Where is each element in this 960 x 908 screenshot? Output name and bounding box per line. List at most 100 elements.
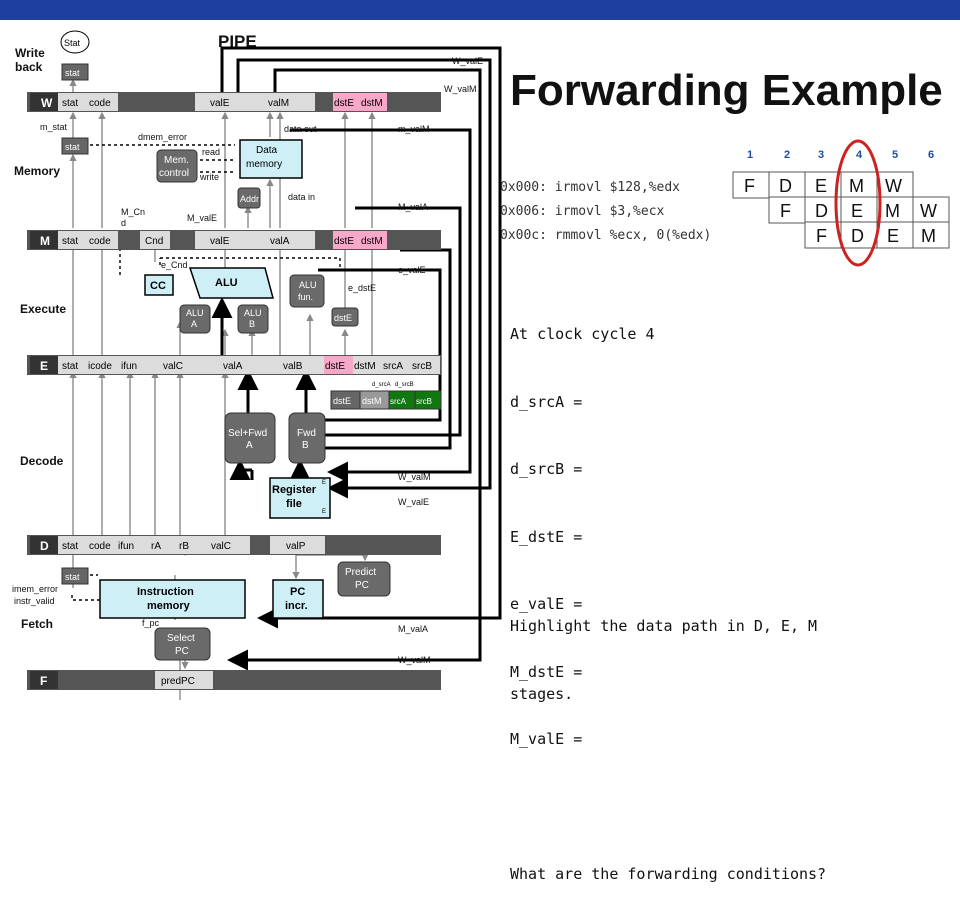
mem-control-unit <box>156 149 198 183</box>
svg-text:E: E <box>815 176 827 196</box>
svg-text:PC: PC <box>175 646 189 657</box>
stat-box-fetch <box>61 567 89 585</box>
svg-text:Mem.: Mem. <box>164 155 189 166</box>
svg-text:A: A <box>246 440 253 451</box>
svg-text:M: M <box>921 226 936 246</box>
w-field-dste: dstE <box>334 98 354 109</box>
question-line: e_valE = <box>510 595 583 613</box>
stage-label-memory: Memory <box>14 164 61 178</box>
sel-fwd-a-unit <box>224 412 276 464</box>
svg-text:A: A <box>191 319 197 329</box>
regfile-e-port-bottom: E <box>322 509 326 515</box>
question-line: At clock cycle 4 <box>510 325 655 343</box>
e-field-ifun: ifun <box>121 361 137 372</box>
e-field-icode: icode <box>88 361 112 372</box>
select-pc-unit <box>154 627 211 661</box>
w-field-vale: valE <box>210 98 230 109</box>
pipe-title: PIPE <box>218 32 257 51</box>
cycle-label-5: 5 <box>892 149 898 161</box>
question-line: What are the forwarding conditions? <box>510 865 827 883</box>
d-srcb-box <box>414 390 442 410</box>
svg-text:ALU: ALU <box>299 280 317 290</box>
m-register-label: M <box>40 234 50 248</box>
question-line: d_srcB = <box>510 460 583 478</box>
signal-w-valm-top: W_valM <box>444 84 477 94</box>
svg-text:d: d <box>121 218 126 228</box>
stat-box-write-label: stat <box>65 68 80 78</box>
highlight-line: Highlight the data path in D, E, M <box>510 617 818 635</box>
d-field-stat: stat <box>62 541 78 552</box>
signal-data-in: data in <box>288 192 315 202</box>
predict-pc-unit <box>337 561 391 597</box>
svg-text:PC: PC <box>355 580 369 591</box>
stat-oval-label: Stat <box>64 38 81 48</box>
svg-text:D: D <box>851 226 864 246</box>
addr-unit <box>237 187 261 209</box>
e-field-srcb: srcB <box>412 361 432 372</box>
question-line: d_srcA = <box>510 392 583 411</box>
signal-m-valm: m_valM <box>398 124 430 134</box>
stage-label-fetch: Fetch <box>21 617 54 631</box>
svg-text:Addr: Addr <box>240 194 259 204</box>
m-field-stat: stat <box>62 236 78 247</box>
svg-text:D: D <box>779 176 792 196</box>
e-field-srca: srcA <box>383 361 403 372</box>
cycle-label-3: 3 <box>818 149 824 161</box>
cycle-label-4: 4 <box>856 149 863 161</box>
d-field-valp: valP <box>286 541 306 552</box>
svg-text:F: F <box>744 176 755 196</box>
signal-e-cnd: e_Cnd <box>161 260 188 270</box>
pipe-datapath-diagram: W stat code valE valM dstE dstM M stat c… <box>12 30 950 700</box>
svg-text:Select: Select <box>167 633 195 644</box>
svg-text:ALU: ALU <box>186 308 204 318</box>
signal-e-vale: e_valE <box>398 265 426 275</box>
e-field-dstm: dstM <box>354 361 376 372</box>
svg-text:srcB: srcB <box>416 397 432 406</box>
signal-read: read <box>202 147 220 157</box>
w-pipeline-register: W stat code valE valM dstE dstM <box>27 92 441 112</box>
svg-text:incr.: incr. <box>285 600 308 612</box>
w-field-dstm: dstM <box>361 98 383 109</box>
alu-fun-unit <box>289 274 325 308</box>
question-line: M_dstE = <box>510 662 583 681</box>
svg-text:file: file <box>286 498 302 510</box>
signal-m-cnd: M_Cn <box>121 207 145 217</box>
signal-data-out: data out <box>284 124 317 134</box>
pipeline-row: F D E M W <box>768 196 950 224</box>
e-field-vala: valA <box>223 361 243 372</box>
d-register-label: D <box>40 539 49 553</box>
svg-text:Fwd: Fwd <box>297 428 316 439</box>
signal-m-vala-bot: M_valA <box>398 624 428 634</box>
top-bar <box>0 0 960 20</box>
signal-dmem-error: dmem_error <box>138 132 187 142</box>
svg-text:B: B <box>249 319 255 329</box>
instruction-0: 0x000: irmovl $128,%edx <box>500 180 680 195</box>
d-field-rb: rB <box>179 541 189 552</box>
m-field-dstm: dstM <box>361 236 383 247</box>
svg-text:D: D <box>815 201 828 221</box>
signal-w-vale-mid: W_valE <box>398 497 429 507</box>
alu-label: ALU <box>215 277 238 289</box>
signal-w-valm-bot: W_valM <box>398 655 431 665</box>
stat-box-fetch-label: stat <box>65 572 80 582</box>
stage-label-write-back: Write back <box>15 46 45 74</box>
signal-m-stat: m_stat <box>40 122 68 132</box>
signal-imem-error: imem_error <box>12 584 58 594</box>
e-pipeline-register: E stat icode ifun valC valA valB dstE ds… <box>27 355 441 375</box>
d-srca-label: d_srcA <box>372 382 391 388</box>
e-field-valb: valB <box>283 361 303 372</box>
stat-box-memory <box>61 137 89 155</box>
svg-text:E: E <box>887 226 899 246</box>
d-pipeline-register: D stat code ifun rA rB valC valP <box>27 535 441 555</box>
dste-unit <box>331 307 359 327</box>
question-line <box>510 796 826 819</box>
signal-m-vale-mid: M_valE <box>187 213 217 223</box>
d-field-ifun: ifun <box>118 541 134 552</box>
svg-text:memory: memory <box>147 600 191 612</box>
svg-text:PC: PC <box>290 586 305 598</box>
f-register-label: F <box>40 674 47 688</box>
svg-text:M: M <box>885 201 900 221</box>
svg-text:ALU: ALU <box>244 308 262 318</box>
stat-box-write <box>61 63 89 81</box>
stage-label-execute: Execute <box>20 302 67 316</box>
